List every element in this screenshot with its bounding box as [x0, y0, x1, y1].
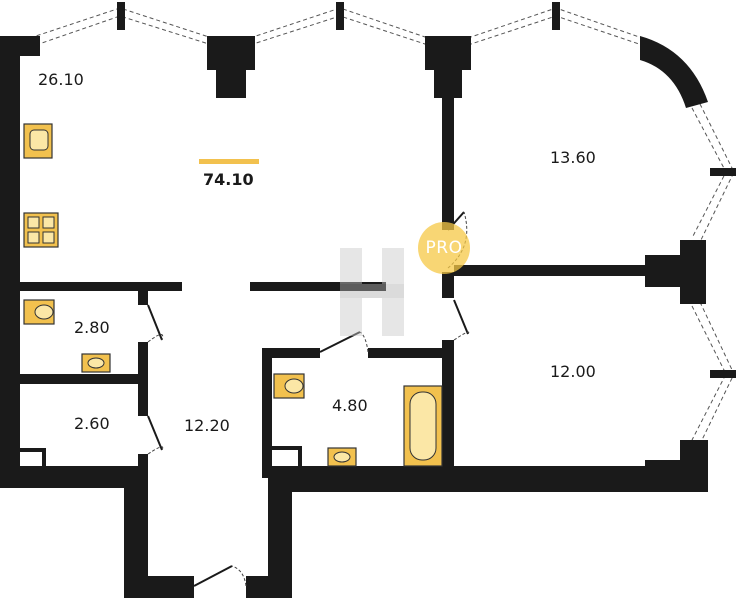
- room-area-living: 26.10: [38, 70, 84, 89]
- pro-badge: PRO: [418, 222, 470, 274]
- room-area-hallway: 12.20: [184, 416, 230, 435]
- windows: [29, 2, 736, 445]
- room-area-bathroom-main: 4.80: [332, 396, 368, 415]
- total-area-bar: [199, 159, 259, 164]
- room-area-bathroom-small: 2.80: [74, 318, 110, 337]
- room-area-bedroom-bottom: 12.00: [550, 362, 596, 381]
- room-area-storage: 2.60: [74, 414, 110, 433]
- fixtures: [23, 123, 443, 467]
- room-area-bedroom-top: 13.60: [550, 148, 596, 167]
- walls: [0, 36, 708, 598]
- total-area: 74.10: [203, 170, 254, 189]
- watermark-logo-icon: [340, 248, 404, 336]
